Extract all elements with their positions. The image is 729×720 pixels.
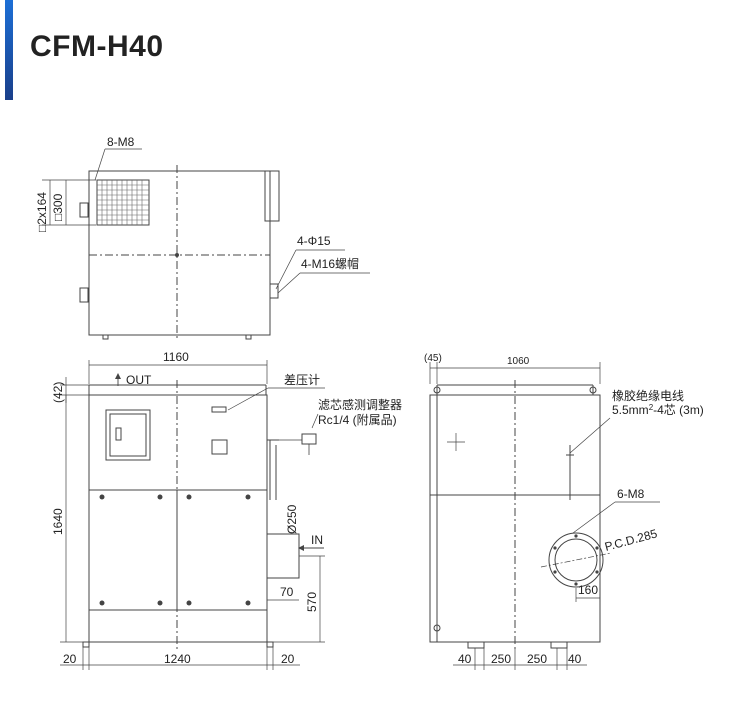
front-foot (266, 641, 274, 648)
top-view-outline (88, 170, 271, 336)
top-left-bracket (79, 202, 89, 218)
side-view: (45) 1060 橡胶绝缘电线 5.5mm2-4芯 (3m) 6-M8 P.C… (424, 353, 704, 670)
cable-leader (569, 417, 611, 454)
cable-spec-prefix: 5.5mm (612, 403, 649, 417)
pressure-gauge (211, 406, 227, 413)
out-arrow-head (115, 373, 121, 379)
side-bolt (433, 386, 441, 394)
top-grille-mesh (97, 180, 149, 225)
top-view: □2x164 □300 8-M8 4-Φ15 4-M16螺帽 (35, 135, 370, 340)
side-bottom-dim-1: 40 (458, 652, 472, 666)
control-panel-inner (109, 413, 147, 457)
front-bottom-right-label: 20 (281, 652, 295, 666)
bolt-leader (94, 148, 106, 181)
front-view: 1160 (42) 1640 OUT 差压计 滤芯感测调整器 Rc1/4 (附属… (51, 350, 402, 670)
dim-inner-label: □2x164 (35, 192, 49, 232)
regulator-body (301, 433, 317, 445)
side-offset-label: (45) (424, 353, 442, 364)
gauge-leader (227, 387, 269, 411)
page-title: CFM-H40 (30, 30, 164, 63)
regulator-label: 滤芯感测调整器 (318, 397, 402, 412)
front-switch (211, 439, 228, 455)
top-view-center-dot (175, 253, 179, 257)
regulator-leader (311, 413, 319, 429)
front-offset-label: (42) (51, 382, 65, 403)
regulator-sub-label: Rc1/4 (附属品) (318, 413, 397, 427)
cable-label: 橡胶绝缘电线 (612, 388, 684, 403)
side-bottom-dim-3: 250 (527, 652, 547, 666)
front-width-label: 1160 (163, 350, 189, 364)
flange-inner (554, 538, 598, 582)
side-foot (550, 641, 568, 649)
top-left-lower-bracket (79, 287, 89, 303)
top-foot (102, 334, 109, 340)
in-label: IN (311, 533, 323, 547)
title-accent-bar (5, 0, 13, 100)
nut-leader (277, 272, 301, 294)
flange-bolt-leader (572, 501, 616, 534)
cable-spec: 5.5mm2-4芯 (3m) (612, 403, 704, 417)
hole-leader (275, 249, 297, 290)
side-depth-label: 1060 (507, 356, 530, 367)
nut-label: 4-M16螺帽 (301, 256, 359, 271)
inlet-duct (266, 533, 300, 579)
flange-bolt-label: 6-M8 (617, 487, 645, 501)
flange-offset-label: 160 (578, 583, 598, 597)
front-foot (82, 641, 90, 648)
front-bottom-left-label: 20 (63, 652, 77, 666)
dim-outer-label: □300 (51, 193, 65, 221)
front-body (88, 394, 268, 643)
hole-label: 4-Φ15 (297, 234, 331, 248)
pressure-gauge-label: 差压计 (284, 373, 320, 387)
control-switch (115, 427, 122, 441)
top-right-bracket (269, 283, 279, 299)
flange-bolts (553, 534, 599, 586)
side-bottom-dim-4: 40 (568, 652, 582, 666)
front-bottom-width-label: 1240 (164, 652, 191, 666)
top-view-side-box (264, 170, 280, 222)
cable-spec-suffix: -4芯 (3m) (653, 403, 704, 417)
out-label: OUT (126, 373, 152, 387)
control-panel (105, 409, 151, 461)
side-caster (433, 624, 441, 632)
cable-spec-sup: 2 (649, 403, 654, 412)
side-foot (467, 641, 485, 649)
side-bolt (589, 386, 597, 394)
in-arrow-head (298, 545, 304, 551)
top-foot (245, 334, 252, 340)
flange-outer (548, 532, 604, 588)
pcd-label: P.C.D.285 (603, 526, 659, 554)
top-grille (96, 179, 150, 226)
door-screws (99, 494, 251, 606)
bolt-label: 8-M8 (107, 135, 135, 149)
inlet-dia-label: Ø250 (285, 504, 299, 534)
inlet-height-label: 570 (305, 592, 319, 612)
front-height-label: 1640 (51, 508, 65, 535)
side-bottom-dim-2: 250 (491, 652, 511, 666)
inlet-offset-label: 70 (280, 585, 294, 599)
